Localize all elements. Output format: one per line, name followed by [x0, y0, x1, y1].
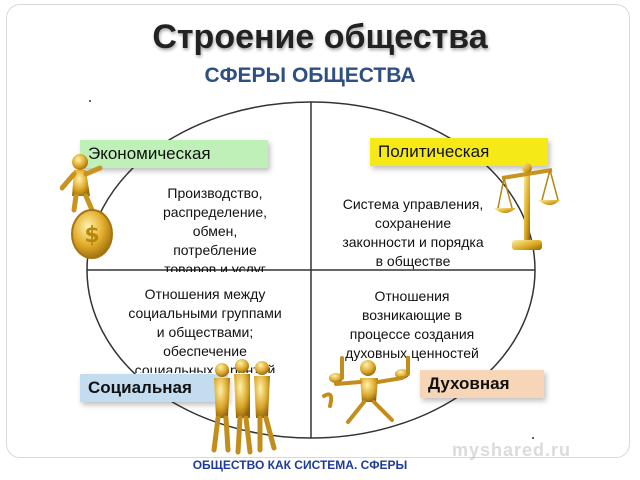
desc-line: и обществами; — [156, 324, 254, 340]
group-of-people-icon — [211, 359, 277, 455]
social-sphere-label: Социальная — [80, 374, 228, 402]
desc-line: процессе создания — [349, 326, 475, 342]
desc-line: обеспечение — [163, 343, 247, 359]
economic-sphere-description: Производство, распределение, обмен, потр… — [140, 184, 290, 272]
spiritual-sphere-label: Духовная — [420, 370, 544, 398]
scales-of-justice-icon — [494, 163, 560, 250]
watermark-text: myshared.ru — [452, 440, 572, 460]
desc-line: сохранение — [374, 215, 452, 231]
social-sphere-description: Отношения между социальными группами и о… — [100, 285, 310, 373]
music-notes-figure-icon — [322, 356, 410, 424]
desc-line: возникающие в — [361, 307, 463, 323]
political-sphere-description: Система управления, сохранение законност… — [320, 195, 506, 271]
page-subtitle: СФЕРЫ ОБЩЕСТВА — [204, 64, 416, 87]
desc-line: социальными группами — [128, 305, 282, 321]
political-sphere-label: Политическая — [370, 138, 548, 166]
desc-line: распределение, — [162, 204, 268, 220]
desc-line: в обществе — [375, 253, 451, 269]
desc-line: Производство, — [167, 185, 263, 201]
dot-marker — [532, 437, 534, 439]
desc-line: Система управления, — [342, 196, 484, 212]
desc-line: потребление — [173, 242, 257, 258]
economic-sphere-label: Экономическая — [80, 140, 268, 168]
spiritual-sphere-description: Отношения возникающие в процессе создани… — [318, 287, 506, 363]
page-title: Строение общества — [152, 18, 488, 56]
footer-caption: ОБЩЕСТВО КАК СИСТЕМА. СФЕРЫ — [192, 458, 408, 472]
desc-line: духовных ценностей — [345, 345, 479, 361]
desc-line: Отношения между — [144, 286, 266, 302]
svg-text:$: $ — [84, 223, 99, 248]
desc-line: социальных гарантий — [134, 362, 276, 373]
desc-line: Отношения — [374, 288, 450, 304]
gold-coin-figure-icon: $ — [60, 154, 113, 259]
desc-line: законности и порядка — [342, 234, 484, 250]
dot-marker — [89, 100, 91, 102]
desc-line: обмен, — [192, 223, 238, 239]
desc-line: товаров и услуг — [164, 261, 266, 272]
